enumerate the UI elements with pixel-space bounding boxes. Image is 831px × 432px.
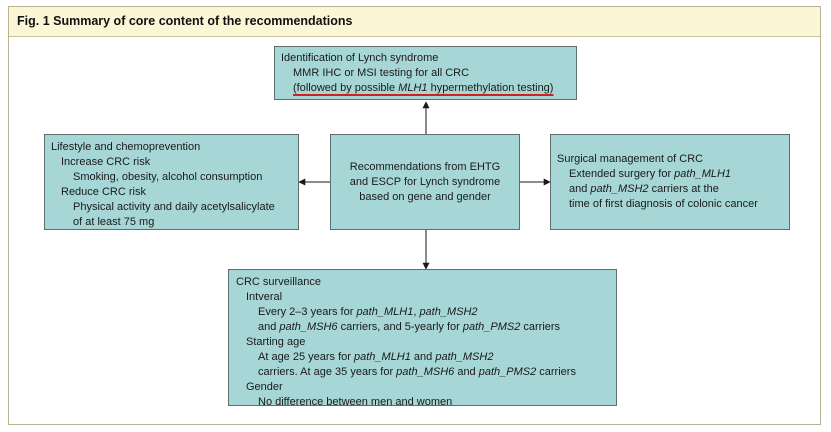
surveillance-start-label: Starting age [246,336,306,348]
lifestyle-increase-label: Increase CRC risk [61,156,151,168]
surgical-box: Surgical management of CRC Extended surg… [550,134,790,230]
lifestyle-reduce-label: Reduce CRC risk [61,186,146,198]
surveillance-gender-text: No difference between men and women [258,396,453,408]
surveillance-box: CRC surveillance Intveral Every 2–3 year… [228,269,617,408]
lifestyle-heading: Lifestyle and chemoprevention [51,141,201,153]
surveillance-start-line1: At age 25 years for path_MLH1 and path_M… [258,351,494,363]
surveillance-heading: CRC surveillance [236,276,321,288]
lifestyle-box: Lifestyle and chemoprevention Increase C… [44,134,299,230]
figure-title-bar: Fig. 1 Summary of core content of the re… [9,7,820,37]
surveillance-interval-line1: Every 2–3 years for path_MLH1, path_MSH2 [258,306,478,318]
surveillance-interval-line2: and path_MSH6 carriers, and 5-yearly for… [258,321,561,333]
lifestyle-reduce-items-1: Physical activity and daily acetylsalicy… [73,201,275,213]
identification-box: Identification of Lynch syndrome MMR IHC… [274,46,577,100]
surveillance-interval-label: Intveral [246,291,283,303]
surveillance-gender-label: Gender [246,381,283,393]
surgical-line2: and path_MSH2 carriers at the [569,183,719,195]
center-box: Recommendations from EHTG and ESCP for L… [330,134,520,230]
center-line1: Recommendations from EHTG [349,161,501,173]
lifestyle-reduce-items-2: of at least 75 mg [73,216,155,228]
figure-title: Fig. 1 Summary of core content of the re… [17,14,353,28]
surgical-line1: Extended surgery for path_MLH1 [569,168,732,180]
center-line2: and ESCP for Lynch syndrome [349,176,501,188]
identification-heading: Identification of Lynch syndrome [281,52,439,64]
identification-line2: (followed by possible MLH1 hypermethylat… [281,81,576,96]
center-line3: based on gene and gender [359,191,491,203]
surgical-heading: Surgical management of CRC [557,153,704,165]
lifestyle-increase-items: Smoking, obesity, alcohol consumption [73,171,263,183]
identification-line1: MMR IHC or MSI testing for all CRC [293,67,470,79]
identification-line2-highlight: (followed by possible MLH1 hypermethylat… [293,82,554,94]
surgical-line3: time of first diagnosis of colonic cance… [569,198,758,210]
surveillance-start-line2: carriers. At age 35 years for path_MSH6 … [258,366,576,378]
